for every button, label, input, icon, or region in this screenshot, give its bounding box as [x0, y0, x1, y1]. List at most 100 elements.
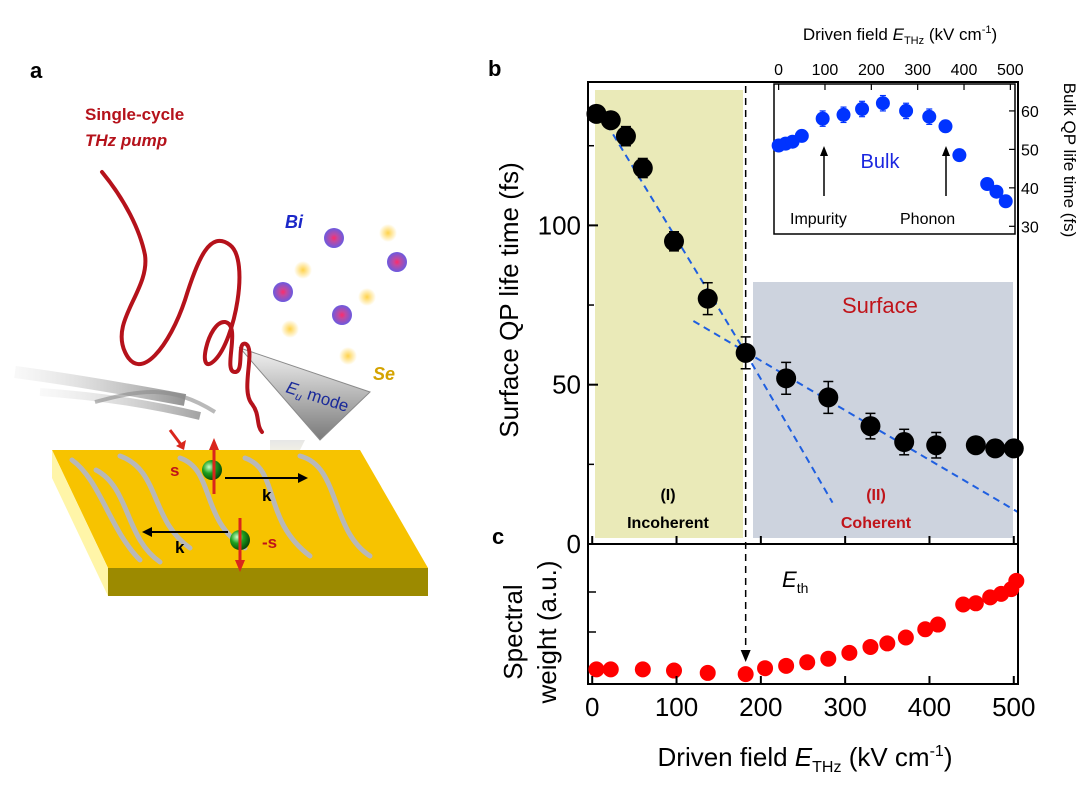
- neg-s-label: -s: [262, 533, 277, 552]
- probe-beam-1: [14, 366, 187, 406]
- bi-atom: [332, 305, 352, 325]
- panel-c-ylabel-1: Spectral: [498, 584, 528, 679]
- spectral-point: [634, 661, 651, 678]
- spectral-point: [955, 596, 972, 613]
- panel-b-xticks: [591, 536, 1015, 544]
- inset-x-tick-label: 400: [951, 62, 978, 79]
- se-atom: [294, 261, 312, 279]
- bulk-point: [980, 177, 995, 191]
- bulk-point: [938, 119, 953, 134]
- region-i-name: Incoherent: [627, 515, 709, 532]
- x-tick-label: 200: [739, 692, 782, 722]
- spectral-point: [588, 661, 605, 678]
- inset-y-tick-label: 30: [1021, 219, 1039, 236]
- spectral-point: [778, 657, 795, 674]
- inset-y-tick-label: 60: [1021, 104, 1039, 121]
- bi-atoms: [273, 228, 407, 325]
- region-ii-name: Coherent: [841, 515, 912, 532]
- region-incoherent: [595, 90, 743, 538]
- panel-b-letter: b: [488, 56, 501, 81]
- spectral-point: [602, 661, 619, 678]
- impurity-arrow-head: [820, 146, 828, 156]
- thz-pulse: [100, 170, 264, 434]
- y-tick-label: 50: [552, 370, 581, 400]
- bulk-label: Bulk: [861, 151, 901, 173]
- surface-point: [664, 231, 684, 252]
- surface-point: [1003, 438, 1024, 459]
- surface-point: [776, 368, 797, 389]
- s-pointer-arrow: [168, 429, 184, 447]
- inset-top-axis-title: Driven field ETHz (kV cm-1): [803, 24, 997, 47]
- bulk-point: [794, 128, 809, 143]
- slab-front: [108, 568, 428, 596]
- surface-point: [926, 435, 947, 456]
- surface-point: [818, 387, 839, 408]
- k-arrow-right-head: [298, 473, 308, 483]
- x-tick-label: 300: [823, 692, 866, 722]
- bulk-point: [875, 96, 890, 111]
- x-tick-label: 0: [585, 692, 599, 722]
- panel-a: a Single-cycle THz pump Eu mode Bi: [14, 58, 428, 596]
- spin-arrow-lower-head: [235, 560, 245, 572]
- x-tick-label: 400: [908, 692, 951, 722]
- spectral-data-points: [588, 572, 1025, 683]
- spectral-point: [967, 595, 984, 612]
- panel-c-frame: [587, 543, 1019, 685]
- fit-line-1: [599, 113, 747, 354]
- inset-x-tick-label: 0: [774, 62, 783, 79]
- bi-atom: [273, 282, 293, 302]
- se-atom: [358, 288, 376, 306]
- pump-label-line2: THz pump: [85, 131, 167, 150]
- se-label: Se: [373, 364, 395, 384]
- threshold-arrow-head: [740, 650, 751, 662]
- surface-point: [860, 416, 881, 437]
- bulk-point: [836, 107, 851, 122]
- panel-c-xlabel: Driven field ETHz (kV cm-1): [658, 742, 953, 776]
- panel-c-ylabel-2: weight (a.u.): [532, 560, 562, 704]
- y-tick-label: 0: [567, 529, 581, 559]
- spectral-point: [699, 664, 716, 681]
- spectral-point: [841, 644, 858, 661]
- probe-beam-3: [94, 390, 217, 414]
- s-pointer-arrow-head: [176, 440, 186, 450]
- se-atoms: [281, 224, 397, 365]
- s-label: s: [170, 461, 179, 480]
- slab-side: [52, 450, 108, 596]
- bulk-point: [899, 103, 914, 118]
- x-tick-label: 500: [992, 692, 1035, 722]
- phonon-label: Phonon: [900, 211, 955, 228]
- spectral-point: [929, 616, 946, 633]
- panel-b-ylabel: Surface QP life time (fs): [494, 162, 524, 438]
- spectral-point: [820, 650, 837, 667]
- panel-a-letter: a: [30, 58, 43, 83]
- probe-beam-2: [39, 388, 201, 420]
- inset-y-tick-label: 50: [1021, 142, 1039, 159]
- fit-line-3: [744, 352, 834, 504]
- bi-atom: [387, 252, 407, 272]
- spin-arrow-upper-head: [209, 438, 219, 450]
- spectral-point: [897, 629, 914, 646]
- inset-x-tick-label: 200: [858, 62, 885, 79]
- surface-point: [600, 110, 621, 131]
- inset-x-tick-label: 300: [904, 62, 931, 79]
- spectral-point: [666, 662, 682, 679]
- bulk-point: [815, 111, 830, 126]
- x-tick-label: 100: [655, 692, 698, 722]
- bulk-point: [855, 102, 870, 116]
- region-i-number: (I): [660, 487, 675, 504]
- inset-frame: [773, 83, 1016, 235]
- inset-x-tick-label: 500: [997, 62, 1024, 79]
- phonon-arrow-head: [942, 146, 950, 156]
- spectral-point: [737, 666, 754, 683]
- y-tick-label: 100: [538, 210, 581, 240]
- impurity-label: Impurity: [790, 211, 847, 228]
- eth-label: Eth: [782, 567, 808, 596]
- inset-x-tick-label: 100: [812, 62, 839, 79]
- region-coherent: [753, 282, 1013, 538]
- se-atom: [379, 224, 397, 242]
- electron-upper: [202, 460, 222, 480]
